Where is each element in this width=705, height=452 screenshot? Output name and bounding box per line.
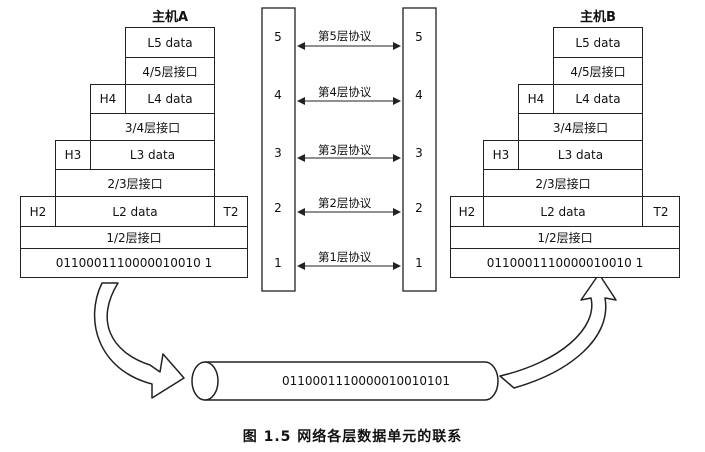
- host-a-h2: H2: [20, 196, 56, 227]
- pipe-left-end: [191, 361, 219, 401]
- host-b-h4: H4: [518, 84, 554, 114]
- host-a-l4-data: L4 data: [125, 84, 215, 114]
- host-b-interface-1-2: 1/2层接口: [450, 226, 680, 249]
- host-b-interface-3-4: 3/4层接口: [518, 113, 643, 141]
- host-a-l5-data: L5 data: [125, 27, 215, 58]
- pipe-bitstream: 0110001110000010010101: [282, 374, 450, 388]
- right-layer-4: 4: [415, 88, 423, 102]
- host-b-h2: H2: [450, 196, 484, 227]
- left-layer-3: 3: [274, 146, 282, 160]
- host-b-interface-4-5: 4/5层接口: [553, 57, 643, 85]
- right-layer-2: 2: [415, 201, 423, 215]
- figure-caption: 图 1.5 网络各层数据单元的联系: [242, 429, 463, 445]
- host-b-h3: H3: [483, 140, 519, 170]
- left-layer-1: 1: [274, 256, 282, 270]
- host-a-h3: H3: [55, 140, 91, 170]
- host-b-l2-data: L2 data: [483, 196, 643, 227]
- left-layer-5: 5: [274, 30, 282, 44]
- host-a-t2: T2: [214, 196, 248, 227]
- right-layer-3: 3: [415, 146, 423, 160]
- host-b-title: 主机B: [580, 10, 616, 25]
- host-a-interface-3-4: 3/4层接口: [90, 113, 215, 141]
- host-a-interface-2-3: 2/3层接口: [55, 169, 215, 197]
- host-b-l4-data: L4 data: [553, 84, 643, 114]
- host-a-title: 主机A: [152, 10, 189, 25]
- host-a-h4: H4: [90, 84, 126, 114]
- host-a-l2-data: L2 data: [55, 196, 215, 227]
- host-a-bitstream: 0110001110000010010 1: [20, 248, 248, 278]
- curved-arrow-a-to-pipe: [93, 282, 185, 399]
- left-layer-2: 2: [274, 201, 282, 215]
- protocol-label-4: 第4层协议: [318, 85, 372, 99]
- host-a-interface-1-2: 1/2层接口: [20, 226, 248, 249]
- host-a-interface-4-5: 4/5层接口: [125, 57, 215, 85]
- host-b-l3-data: L3 data: [518, 140, 643, 170]
- left-layer-4: 4: [274, 88, 282, 102]
- left-layer-column: [261, 7, 296, 292]
- host-b-l5-data: L5 data: [553, 27, 643, 58]
- host-b-bitstream: 0110001110000010010 1: [450, 248, 680, 278]
- right-layer-column: [402, 7, 437, 292]
- host-a-l3-data: L3 data: [90, 140, 215, 170]
- right-layer-5: 5: [415, 30, 423, 44]
- right-layer-1: 1: [415, 256, 423, 270]
- protocol-label-3: 第3层协议: [318, 143, 372, 157]
- protocol-label-5: 第5层协议: [318, 29, 372, 43]
- host-b-t2: T2: [642, 196, 680, 227]
- protocol-label-1: 第1层协议: [318, 250, 372, 264]
- protocol-label-2: 第2层协议: [318, 196, 372, 210]
- transmission-pipe: [205, 361, 499, 401]
- host-b-interface-2-3: 2/3层接口: [483, 169, 643, 197]
- curved-arrow-pipe-to-b: [499, 273, 617, 389]
